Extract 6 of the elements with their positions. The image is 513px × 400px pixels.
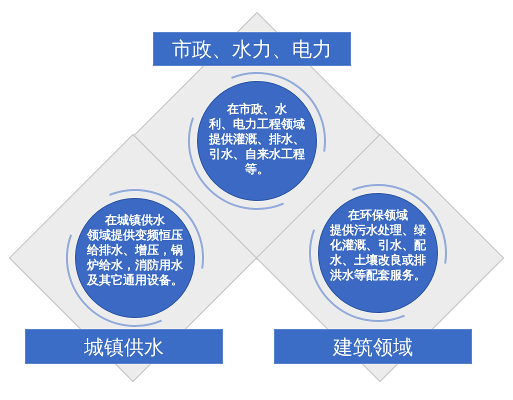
title-text: 市政、水力、电力: [172, 37, 332, 61]
description-text: 在城镇供水领域提供变频恒压给排水、增压，锅炉给水，消防用水及其它通用设备。: [87, 213, 183, 288]
description-text: 在环保领域提供污水处理、绿化灌溉、引水、配水、土壤改良或排洪水等配套服务。: [330, 208, 426, 283]
title-text: 城镇供水: [84, 334, 164, 358]
title-text: 建筑领域: [333, 334, 413, 358]
description-text: 在市政、水利、电力工程领域提供灌溉、排水、引水、自来水工程等。: [209, 102, 305, 177]
